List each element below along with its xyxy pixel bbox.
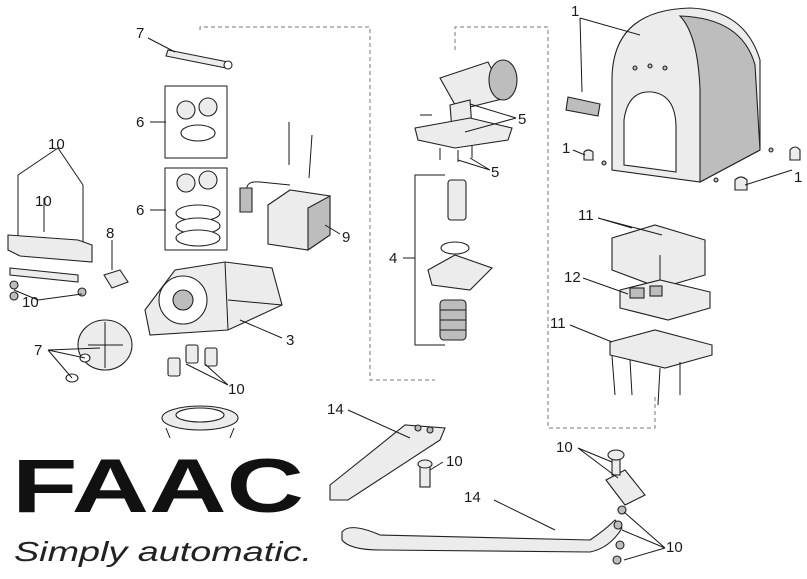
- callout-5-top: 5: [518, 111, 526, 128]
- callout-4: 4: [389, 250, 397, 267]
- callout-1-right: 1: [794, 169, 802, 186]
- control-box-base-part: [609, 329, 713, 406]
- leader-lines: [13, 17, 793, 561]
- control-box-top-part: [611, 224, 706, 289]
- callout-10-arm-bolt: 10: [446, 453, 463, 470]
- callout-7-top: 7: [136, 25, 144, 42]
- electronic-board-part: [619, 279, 711, 321]
- arm-bolt-part: [417, 459, 433, 488]
- callout-10-arm-washers: 10: [666, 539, 683, 556]
- callout-10-washers: 10: [22, 294, 39, 311]
- cover-part: [611, 7, 761, 183]
- straight-arm-part: [329, 424, 446, 501]
- group-dashed-connectors: [199, 26, 656, 429]
- callout-labels: 1 1 1 7 6 6 10 10 8 10 7 3 10 9 4 5 5 11…: [22, 3, 802, 556]
- callout-7-bottom: 7: [34, 342, 42, 359]
- mounting-bracket-part: [7, 175, 93, 301]
- callout-11-bottom: 11: [550, 315, 566, 332]
- callout-1-top: 1: [571, 3, 579, 20]
- curved-arm-part: [341, 519, 623, 553]
- callout-8: 8: [106, 225, 114, 242]
- callout-6-bottom: 6: [136, 202, 144, 219]
- callout-5-bottom: 5: [491, 164, 499, 181]
- arm-bracket-part: [605, 449, 646, 565]
- pin-part: [165, 49, 233, 70]
- callout-11-top: 11: [578, 207, 594, 224]
- callout-3: 3: [286, 332, 294, 349]
- logo-wordmark: FAAC: [12, 444, 304, 529]
- brand-tagline: Simply automatic.: [14, 536, 312, 567]
- ring-flange-part: [161, 405, 239, 439]
- callout-10-glands: 10: [228, 381, 245, 398]
- motor-assembly-part: [414, 59, 518, 162]
- cover-screws: [565, 96, 801, 191]
- gear-shaft-part: [427, 179, 494, 341]
- callout-12: 12: [564, 269, 581, 286]
- callout-10-arm-bracket: 10: [556, 439, 573, 456]
- callout-6-top: 6: [136, 114, 144, 131]
- release-knob-part: [65, 319, 133, 383]
- base-housing-part: [144, 261, 283, 336]
- callout-14-bottom: 14: [464, 489, 481, 506]
- callout-9: 9: [342, 229, 350, 246]
- cable-glands-part: [167, 344, 218, 377]
- faac-logo: FAAC Simply automatic.: [12, 444, 312, 567]
- callout-14-top: 14: [327, 401, 344, 418]
- gears-part: [164, 85, 228, 251]
- terminal-block-part: [103, 269, 129, 289]
- callout-1-left: 1: [562, 140, 570, 157]
- callout-10-bolts: 10: [48, 136, 65, 153]
- transformer-part: [239, 122, 331, 252]
- callout-10-bracket: 10: [35, 193, 52, 210]
